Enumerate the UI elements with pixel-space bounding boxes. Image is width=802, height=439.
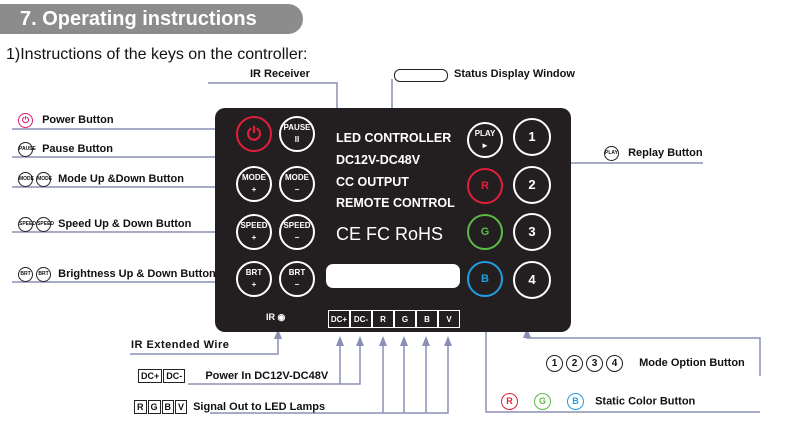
static-color-label: Static Color Button <box>595 395 696 408</box>
mode-label-row: MODE MODE Mode Up &Down Button <box>18 172 184 187</box>
green-circle-icon: G <box>534 393 551 410</box>
status-display-window <box>326 264 460 288</box>
power-label: Power Button <box>42 114 114 127</box>
port-b: B <box>416 310 438 328</box>
power-in-row: DC+DC- Power In DC12V-DC48V <box>138 369 328 383</box>
num-2-icon: 2 <box>566 355 583 372</box>
b-port-icon: B <box>161 400 175 414</box>
speed-up-button[interactable]: SPEED+ <box>236 214 272 250</box>
r-port-icon: R <box>134 400 147 414</box>
replay-label: Replay Button <box>628 147 703 160</box>
section-banner: 7. Operating instructions <box>0 4 303 34</box>
brt-down-button[interactable]: BRT− <box>279 261 315 297</box>
panel-text-line1: LED CONTROLLER <box>336 131 452 145</box>
blue-circle-icon: B <box>567 393 584 410</box>
mode-1-button[interactable]: 1 <box>513 118 551 156</box>
panel-text-line2: DC12V-DC48V <box>336 153 421 167</box>
g-port-icon: G <box>147 400 161 414</box>
mode-option-label: Mode Option Button <box>639 357 745 370</box>
play-mini-icon: PLAY <box>604 146 619 161</box>
speed-down-mini-icon: SPEED <box>36 217 54 232</box>
dc-plus-icon: DC+ <box>138 369 163 383</box>
panel-text-line3: CC OUTPUT <box>336 175 409 189</box>
power-label-row: ⏻ Power Button <box>18 113 114 128</box>
power-icon: ⏻ <box>18 113 33 128</box>
brightness-label: Brightness Up & Down Button <box>58 268 216 281</box>
pause-label-row: PAUSE Pause Button <box>18 142 113 157</box>
mode-up-button[interactable]: MODE+ <box>236 166 272 202</box>
brt-down-mini-icon: BRT <box>36 267 52 282</box>
brt-up-button[interactable]: BRT+ <box>236 261 272 297</box>
port-v: V <box>438 310 460 328</box>
speed-label: Speed Up & Down Button <box>58 218 192 231</box>
v-port-icon: V <box>175 400 188 414</box>
speed-down-button[interactable]: SPEED− <box>279 214 315 250</box>
mode-3-button[interactable]: 3 <box>513 213 551 251</box>
panel-text-line4: REMOTE CONTROL <box>336 196 455 210</box>
subtitle: 1)Instructions of the keys on the contro… <box>6 46 308 63</box>
pause-mini-icon: PAUSE <box>18 142 36 157</box>
ir-receiver-label: IR Receiver <box>250 68 310 80</box>
num-3-icon: 3 <box>586 355 603 372</box>
red-circle-icon: R <box>501 393 518 410</box>
mode-2-button[interactable]: 2 <box>513 166 551 204</box>
status-window-icon <box>394 69 448 82</box>
play-button[interactable]: PLAY► <box>467 122 503 158</box>
mode-down-button[interactable]: MODE− <box>279 166 315 202</box>
power-in-label: Power In DC12V-DC48V <box>205 369 329 382</box>
certification-marks: CE FC RoHS <box>336 224 444 244</box>
ir-extended-label: IR Extended Wire <box>131 339 230 351</box>
speed-label-row: SPEED SPEED Speed Up & Down Button <box>18 217 191 232</box>
ir-port: IR ◉ <box>266 312 286 322</box>
replay-label-row: PLAY Replay Button <box>604 146 703 161</box>
status-display-label: Status Display Window <box>454 68 575 80</box>
port-dc-plus: DC+ <box>328 310 350 328</box>
port-g: G <box>394 310 416 328</box>
port-dc-minus: DC- <box>350 310 372 328</box>
red-button[interactable]: R <box>467 168 503 204</box>
pause-label: Pause Button <box>42 143 113 156</box>
power-button[interactable]: ⏻ <box>236 116 272 152</box>
mode-4-button[interactable]: 4 <box>513 261 551 299</box>
num-1-icon: 1 <box>546 355 563 372</box>
brt-up-mini-icon: BRT <box>18 267 33 282</box>
mode-up-mini-icon: MODE <box>18 172 34 187</box>
dc-minus-icon: DC- <box>163 369 186 383</box>
mode-label: Mode Up &Down Button <box>58 173 184 186</box>
num-4-icon: 4 <box>606 355 623 372</box>
mode-down-mini-icon: MODE <box>36 172 52 187</box>
port-r: R <box>372 310 394 328</box>
blue-button[interactable]: B <box>467 261 503 297</box>
section-title: 7. Operating instructions <box>20 8 257 30</box>
green-button[interactable]: G <box>467 214 503 250</box>
speed-up-mini-icon: SPEED <box>18 217 36 232</box>
brightness-label-row: BRT BRT Brightness Up & Down Button <box>18 267 216 282</box>
signal-out-label: Signal Out to LED Lamps <box>193 400 326 413</box>
